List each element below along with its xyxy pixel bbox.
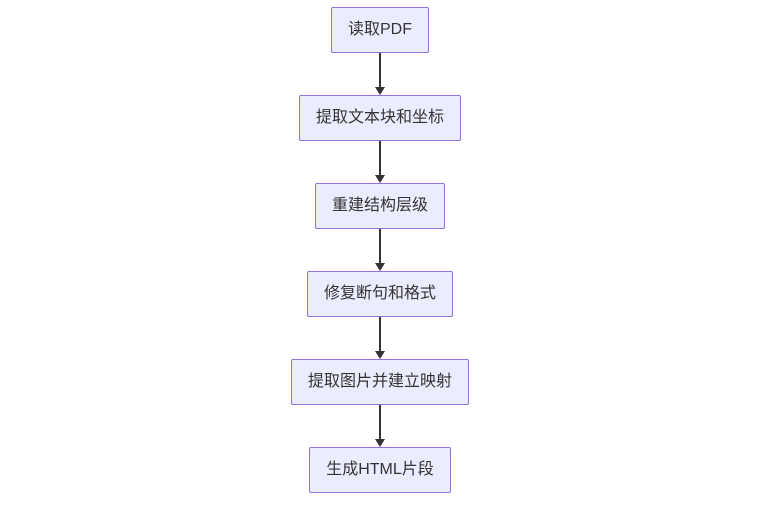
arrowhead-down-icon: [375, 263, 385, 271]
flow-arrow-1: [374, 53, 386, 95]
flow-arrow-2: [374, 141, 386, 183]
node-label: 提取图片并建立映射: [307, 373, 452, 390]
node-label: 读取PDF: [347, 21, 412, 38]
flowchart-node-fix-breaks-format: 修复断句和格式: [306, 271, 453, 317]
arrowhead-down-icon: [375, 87, 385, 95]
node-label: 提取文本块和坐标: [315, 109, 444, 126]
flowchart-node-extract-images-map: 提取图片并建立映射: [290, 359, 469, 405]
flow-arrow-3: [374, 229, 386, 271]
arrow-line: [379, 405, 381, 440]
flow-arrow-4: [374, 317, 386, 359]
arrow-line: [379, 141, 381, 176]
node-label: 重建结构层级: [331, 197, 428, 214]
flowchart-node-extract-text-blocks: 提取文本块和坐标: [298, 95, 461, 141]
arrowhead-down-icon: [375, 175, 385, 183]
arrow-line: [379, 53, 381, 88]
node-label: 修复断句和格式: [323, 285, 436, 302]
flow-arrow-5: [374, 405, 386, 447]
arrowhead-down-icon: [375, 351, 385, 359]
node-label: 生成HTML片段: [326, 461, 434, 478]
flowchart-node-read-pdf: 读取PDF: [330, 7, 429, 53]
arrowhead-down-icon: [375, 439, 385, 447]
arrow-line: [379, 317, 381, 352]
flowchart-node-rebuild-structure: 重建结构层级: [314, 183, 445, 229]
arrow-line: [379, 229, 381, 264]
flowchart-node-generate-html: 生成HTML片段: [309, 447, 451, 493]
